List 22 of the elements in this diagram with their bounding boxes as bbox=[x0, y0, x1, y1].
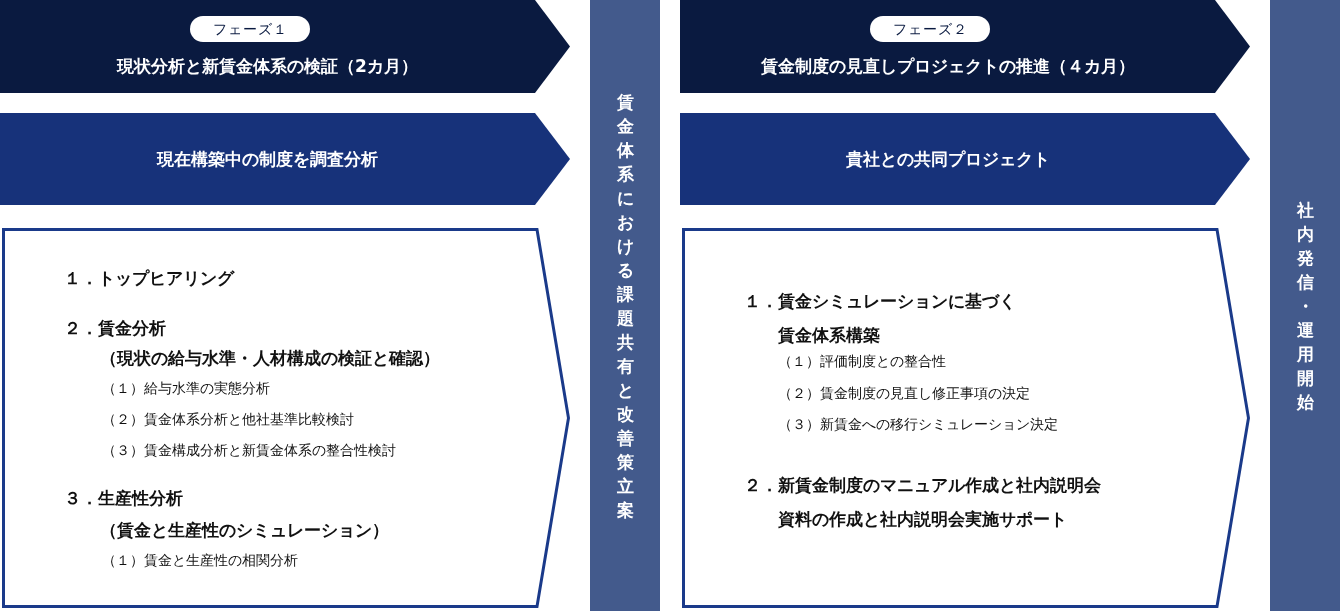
step-detail: （２）賃金制度の見直し修正事項の決定 bbox=[778, 384, 1030, 403]
step-detail: （１）評価制度との整合性 bbox=[778, 352, 946, 371]
step-heading: （現状の給与水準・人材構成の検証と確認） bbox=[100, 347, 440, 370]
step-heading: （賃金と生産性のシミュレーション） bbox=[100, 519, 389, 542]
step-detail: （３）新賃金への移行シミュレーション決定 bbox=[778, 415, 1058, 434]
phase-title: 現状分析と新賃金体系の検証（2カ月） bbox=[115, 55, 419, 78]
step-detail: （２）賃金体系分析と他社基準比較検討 bbox=[102, 410, 354, 429]
vertical-label: 社内発信・運用開始 bbox=[1296, 198, 1314, 414]
phase-title: 賃金制度の見直しプロジェクトの推進（４カ月） bbox=[759, 55, 1136, 78]
subtitle-text: 貴社との共同プロジェクト bbox=[844, 148, 1051, 171]
step-heading: １．トップヒアリング bbox=[64, 267, 234, 290]
step-heading: ３．生産性分析 bbox=[64, 487, 183, 510]
step-detail: （１）給与水準の実態分析 bbox=[102, 379, 270, 398]
step-heading: ２．新賃金制度のマニュアル作成と社内説明会資料の作成と社内説明会実施サポート bbox=[744, 474, 1102, 531]
step-detail: （１）賃金と生産性の相関分析 bbox=[102, 551, 298, 570]
vertical-label: 賃金体系における課題共有と改善策立案 bbox=[616, 90, 634, 522]
subtitle-text: 現在構築中の制度を調査分析 bbox=[155, 148, 379, 171]
step-detail: （３）賃金構成分析と新賃金体系の整合性検討 bbox=[102, 441, 396, 460]
step-heading: ２．賃金分析 bbox=[64, 317, 166, 340]
step-heading: １．賃金シミュレーションに基づく賃金体系構築 bbox=[744, 290, 1017, 347]
phase-badge: フェーズ１ bbox=[190, 16, 310, 42]
phase-badge: フェーズ２ bbox=[870, 16, 990, 42]
